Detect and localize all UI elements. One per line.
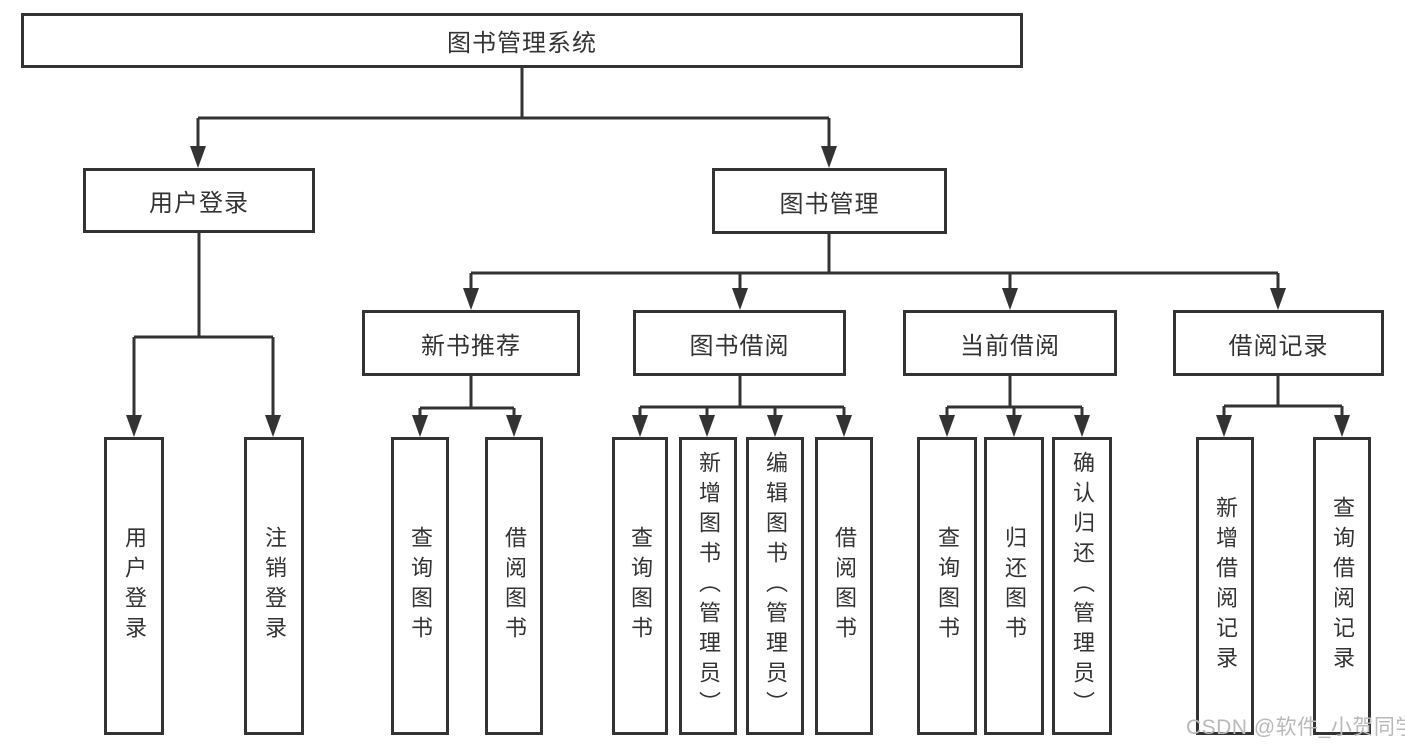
node-current-borrow: 当前借阅 [903,310,1117,376]
leaf-query-borrow-record: 查询借阅记录 [1313,437,1371,735]
leaf-logout: 注销登录 [244,437,304,735]
leaf-borrow-books-2: 借阅图书 [815,437,873,735]
node-user-login: 用户登录 [83,168,315,233]
node-label: 查询图书 [628,526,653,646]
node-book-management: 图书管理 [712,168,947,234]
leaf-borrow-books-1: 借阅图书 [485,437,543,735]
node-label: 用户登录 [122,526,147,646]
csdn-watermark: CSDN @软件_小贺同学 [1186,716,1405,739]
node-label: 查询借阅记录 [1330,496,1355,676]
node-label: 新增图书（管理员） [696,451,721,721]
node-label: 注销登录 [262,526,287,646]
node-book-borrow: 图书借阅 [633,310,846,376]
node-label: 借阅图书 [502,526,527,646]
node-library-system: 图书管理系统 [21,13,1023,68]
node-new-book-recommend: 新书推荐 [362,310,580,376]
node-label: 图书管理系统 [447,30,597,57]
node-label: 归还图书 [1002,526,1027,646]
leaf-add-book-admin: 新增图书（管理员） [679,437,737,735]
node-label: 用户登录 [149,190,249,217]
node-label: 借阅记录 [1228,332,1329,360]
leaf-add-borrow-record: 新增借阅记录 [1196,437,1254,735]
node-label: 图书借阅 [689,332,790,360]
leaf-query-books-3: 查询图书 [917,437,977,735]
leaf-query-books-1: 查询图书 [391,437,449,735]
node-label: 当前借阅 [960,332,1060,360]
node-label: 确认归还（管理员） [1070,451,1095,721]
node-borrow-records: 借阅记录 [1173,310,1384,376]
leaf-return-book: 归还图书 [984,437,1044,735]
node-label: 编辑图书（管理员） [763,451,788,721]
node-label: 新书推荐 [421,332,521,360]
arrowheads [126,146,1350,437]
node-label: 借阅图书 [832,526,857,646]
node-label: 图书管理 [779,190,880,218]
node-label: 新增借阅记录 [1213,496,1238,676]
leaf-confirm-return-admin: 确认归还（管理员） [1052,437,1112,735]
node-label: 查询图书 [935,526,960,646]
node-label: 查询图书 [408,526,433,646]
leaf-edit-book-admin: 编辑图书（管理员） [746,437,804,735]
leaf-user-login: 用户登录 [104,437,164,735]
leaf-query-books-2: 查询图书 [612,437,668,735]
